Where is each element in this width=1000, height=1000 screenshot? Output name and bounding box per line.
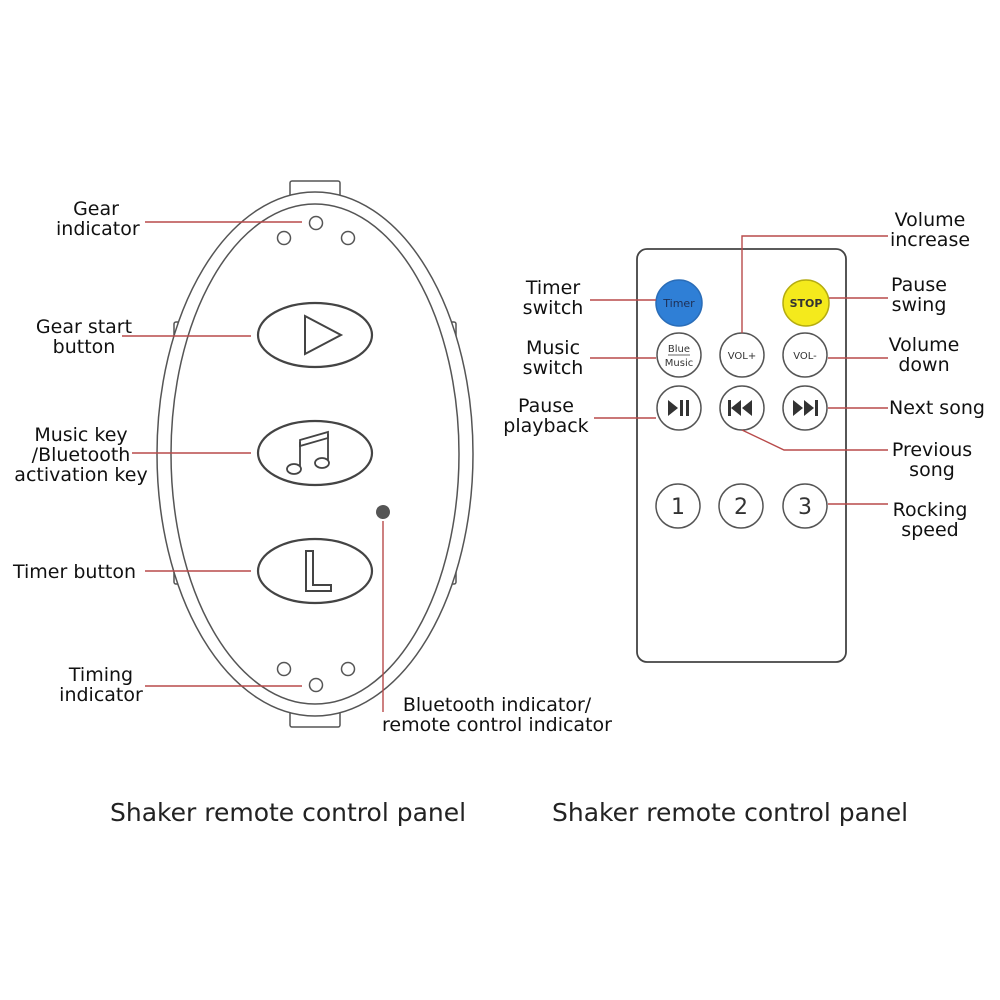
gear-indicator-dot [340, 230, 356, 246]
music-key-button[interactable] [256, 419, 374, 487]
timer-button-label: Timer [662, 297, 695, 310]
timer-button-label: Timer button [13, 561, 137, 583]
volume-increase-label: Volume increase [889, 209, 971, 251]
gear-indicator-label: Gear indicator [56, 198, 140, 240]
rocking-speed-label: Rocking speed [892, 499, 968, 541]
play-pause-icon [668, 400, 689, 416]
right-callout-lines [590, 235, 888, 505]
timing-indicator-label: Timing indicator [59, 664, 143, 706]
stop-button-label: STOP [790, 297, 823, 310]
timer-button[interactable] [256, 537, 374, 605]
pause-swing-label: Pause swing [891, 274, 947, 316]
left-panel-caption: Shaker remote control panel [110, 798, 467, 827]
timing-indicator-dot [276, 661, 292, 677]
timing-indicator-dot [340, 661, 356, 677]
next-track-icon [793, 400, 818, 416]
volume-down-label: Volume down [888, 334, 960, 376]
speed-2-button[interactable]: 2 [718, 483, 764, 529]
gear-start-button-label: Gear start button [35, 316, 133, 358]
left-callout-lines [122, 221, 384, 712]
music-label: Music [665, 358, 693, 369]
speed-2-label: 2 [734, 495, 748, 520]
vol-up-label: VOL+ [728, 351, 757, 362]
speed-1-button[interactable]: 1 [655, 483, 701, 529]
right-panel-caption: Shaker remote control panel [552, 798, 909, 827]
gear-indicator-dot [276, 230, 292, 246]
stop-button[interactable]: STOP [782, 279, 830, 327]
blue-label: Blue [668, 344, 690, 355]
vol-down-label: VOL- [793, 351, 817, 362]
previous-track-icon [728, 400, 752, 416]
gear-start-button[interactable] [256, 301, 374, 369]
timer-switch-button[interactable]: Timer [655, 279, 703, 327]
previous-song-button[interactable] [719, 385, 765, 431]
next-song-button[interactable] [782, 385, 828, 431]
pause-playback-label: Pause playback [503, 395, 589, 437]
music-switch-button[interactable]: Blue Music [656, 332, 702, 378]
volume-up-button[interactable]: VOL+ [719, 332, 765, 378]
play-icon [304, 314, 344, 356]
bluetooth-indicator-label: Bluetooth indicator/ remote control indi… [382, 694, 612, 736]
music-key-label: Music key /Bluetooth activation key [14, 424, 148, 486]
volume-down-button[interactable]: VOL- [782, 332, 828, 378]
callout-line [741, 235, 888, 333]
pause-playback-button[interactable] [656, 385, 702, 431]
speed-3-label: 3 [798, 495, 812, 520]
bluetooth-indicator-dot [376, 505, 390, 519]
speed-1-label: 1 [671, 495, 685, 520]
timer-switch-label: Timer switch [522, 277, 584, 319]
previous-song-label: Previous song [891, 439, 973, 481]
timing-indicator-dot [308, 677, 324, 693]
gear-indicator-dot [308, 215, 324, 231]
next-song-label: Next song [889, 397, 985, 419]
music-switch-label: Music switch [522, 337, 584, 379]
callout-line [741, 429, 888, 451]
music-note-icon [286, 430, 330, 475]
timer-l-icon [305, 550, 332, 592]
speed-3-button[interactable]: 3 [782, 483, 828, 529]
